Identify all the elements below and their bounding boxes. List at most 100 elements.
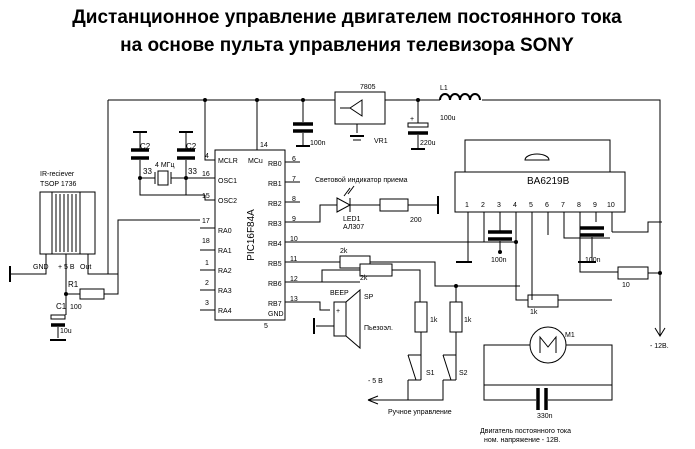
mcu-rb2: RB2 (268, 201, 282, 208)
mcu-rb0: RB0 (268, 161, 282, 168)
r-10-label: 10 (622, 282, 630, 289)
port-b-wiring: 2k 2k 1k 1k 1k 10 (300, 241, 662, 355)
r-2k-b-label: 2k (360, 275, 368, 282)
cap-100n-top-label: 100n (310, 140, 326, 147)
cap-220u-label: 220u (420, 140, 436, 147)
inductor-value: 100u (440, 115, 456, 122)
led-ref: LED1 (343, 216, 361, 223)
piezo-beeper: BEEP SP Пьезоэл. + (313, 288, 393, 350)
mcu-pin-num-8: 8 (292, 196, 296, 203)
mcu-pin-num-15: 15 (202, 193, 210, 200)
mcu-pin-num-13: 13 (290, 296, 298, 303)
mcu-pin-gnd: GND (268, 311, 284, 318)
r-200-label: 200 (410, 217, 422, 224)
switch-s2: S2 (459, 370, 468, 377)
mcu-ra4: RA4 (218, 308, 232, 315)
c2a-ref: C2 (140, 142, 151, 151)
driver-pin-2: 2 (481, 202, 485, 209)
led-indicator: Световой индикатор приема LED1 АЛ307 200 (300, 176, 439, 231)
mcu-pin-mclr: MCLR (218, 158, 238, 165)
mcu-pin-num-14: 14 (260, 142, 268, 149)
driver-pin-4: 4 (513, 202, 517, 209)
ir-name: IR-reciever (40, 171, 75, 178)
mcu-pin-num-12: 12 (290, 276, 298, 283)
driver-pin-9: 9 (593, 202, 597, 209)
rail-minus5: - 5 В (368, 378, 383, 385)
dc-motor: M1 330n Двигатель постоянного тока ном. … (480, 286, 613, 444)
ir-receiver: IR-reciever TSOP 1736 GND + 5 В Out R1 1… (9, 171, 200, 341)
r1-ref: R1 (68, 280, 79, 289)
mcu-rb4: RB4 (268, 241, 282, 248)
manual-control-label: Ручное управление (388, 409, 452, 416)
capacitor-220u: + 220u (407, 100, 436, 150)
mcu-rb3: RB3 (268, 221, 282, 228)
capacitor-100n-top: 100n (293, 100, 326, 147)
driver-pin-5: 5 (529, 202, 533, 209)
regulator-name: 7805 (360, 84, 376, 91)
mcu-ra2: RA2 (218, 268, 232, 275)
svg-text:+: + (410, 116, 414, 123)
mcu-pin-num-3: 3 (205, 300, 209, 307)
ir-pin-gnd: GND (33, 264, 49, 271)
mcu-pin-num-17: 17 (202, 218, 210, 225)
motor-ref: M1 (565, 332, 575, 339)
driver-pin-6: 6 (545, 202, 549, 209)
mcu-pin-num-9: 9 (292, 216, 296, 223)
svg-text:+: + (336, 308, 340, 315)
inductor-l1: L1 100u (439, 85, 481, 122)
mcu-pin-num-7: 7 (292, 176, 296, 183)
r1-value: 100 (70, 304, 82, 311)
mcu-rb1: RB1 (268, 181, 282, 188)
r-2k-a-label: 2k (340, 248, 348, 255)
led-caption: Световой индикатор приема (315, 176, 408, 184)
r-1k-b-label: 1k (464, 317, 472, 324)
mcu-ra3: RA3 (218, 288, 232, 295)
supply-rail (107, 98, 661, 322)
c2b-value: 33 (188, 167, 197, 176)
regulator-ref: VR1 (374, 138, 388, 145)
cap-100n-a-label: 100n (491, 257, 507, 264)
switch-s1: S1 (426, 370, 435, 377)
mcu-ra1: RA1 (218, 248, 232, 255)
mcu-ra0: RA0 (218, 228, 232, 235)
motor-driver-ic: BA6219B 1 2 3 4 5 6 7 8 9 10 100n 100n (454, 139, 662, 286)
crystal-label: 4 МГц (155, 162, 174, 169)
r-1k-c-label: 1k (530, 309, 538, 316)
mcu-name: PIC16F84A (246, 209, 257, 261)
r-1k-a-label: 1k (430, 317, 438, 324)
ir-part: TSOP 1736 (40, 181, 77, 188)
beep-label: BEEP (330, 290, 349, 297)
mcu-rb5: RB5 (268, 261, 282, 268)
mcu-pin-osc1: OSC1 (218, 178, 237, 185)
mcu-pin-num-5: 5 (264, 323, 268, 330)
motor-caption-1: Двигатель постоянного тока (480, 428, 571, 435)
led-part: АЛ307 (343, 224, 364, 231)
mcu-pin-num-4: 4 (205, 153, 209, 160)
mcu-rb6: RB6 (268, 281, 282, 288)
mcu-pin-num-18: 18 (202, 238, 210, 245)
c1-ref: C1 (56, 302, 67, 311)
c1-value: 10u (60, 328, 72, 335)
voltage-regulator: 7805 VR1 (334, 84, 388, 145)
motor-caption-2: ном. напряжение - 12В. (484, 437, 561, 444)
inductor-ref: L1 (440, 85, 448, 92)
rail-minus12: - 12В. (650, 343, 669, 350)
driver-pin-7: 7 (561, 202, 565, 209)
mcu-pin-num-16: 16 (202, 171, 210, 178)
manual-switches: S1 S2 - 5 В Ручное управление (367, 354, 468, 416)
c2b-ref: C2 (186, 142, 197, 151)
mcu-rb7: RB7 (268, 301, 282, 308)
cap-330n-label: 330n (537, 413, 553, 420)
beeper-part: Пьезоэл. (364, 325, 393, 332)
title-line-2: на основе пульта управления телевизора S… (120, 35, 574, 56)
driver-name: BA6219B (527, 176, 570, 187)
oscillator-section: C2 33 C2 33 4 МГц (131, 100, 215, 201)
mcu-pin-num-1: 1 (205, 260, 209, 267)
mcu-pin-mcu: MCu (248, 158, 263, 165)
driver-pin-3: 3 (497, 202, 501, 209)
mcu-pin-num-2: 2 (205, 280, 209, 287)
ir-pin-out: Out (80, 264, 91, 271)
driver-pin-8: 8 (577, 202, 581, 209)
mcu-pin-osc2: OSC2 (218, 198, 237, 205)
